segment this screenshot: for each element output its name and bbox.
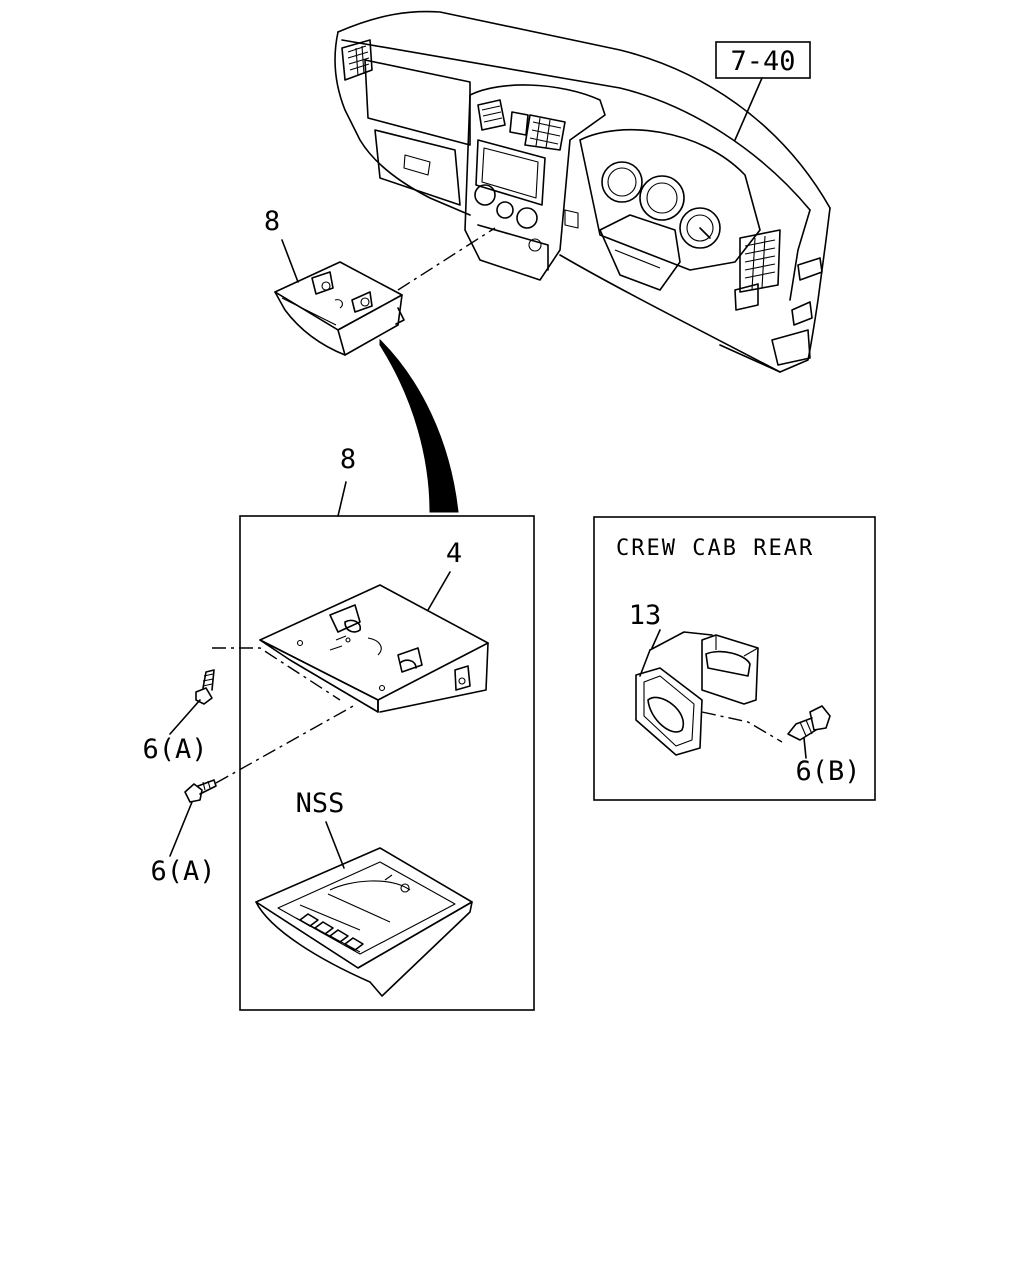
part-4-bracket: 4	[259, 538, 489, 713]
part-4-label: 4	[446, 538, 462, 569]
part-13-ashtray: 13	[629, 600, 783, 756]
screw-6a-lower: 6(A)	[150, 704, 356, 887]
inset-crew-cab-rear: CREW CAB REAR 13 6(B)	[593, 516, 876, 801]
part-13-label: 13	[629, 600, 662, 631]
part-8-box-label: 8	[340, 444, 356, 475]
screw-6b: 6(B)	[787, 705, 861, 787]
detail-arrow	[379, 338, 459, 513]
part-6a-upper-label: 6(A)	[142, 734, 207, 765]
part-6a-lower-label: 6(A)	[150, 856, 215, 887]
detail-box-part-8: 8 4 6(A)	[142, 444, 535, 1011]
nss-glove-box-tray: NSS	[255, 788, 473, 997]
assembly-link-line	[397, 227, 496, 291]
inset-title: CREW CAB REAR	[616, 536, 814, 561]
ref-box	[715, 41, 811, 79]
part-nss-label: NSS	[296, 788, 345, 819]
callout-7-40: 7-40	[715, 41, 811, 141]
part-8-top-label: 8	[264, 206, 280, 237]
instrument-panel-assembly	[334, 10, 831, 373]
screw-6a-upper: 6(A)	[142, 647, 341, 765]
part-8-small: 8	[264, 206, 405, 356]
part-6b-label: 6(B)	[795, 756, 860, 787]
ref-7-40-label: 7-40	[730, 46, 795, 77]
